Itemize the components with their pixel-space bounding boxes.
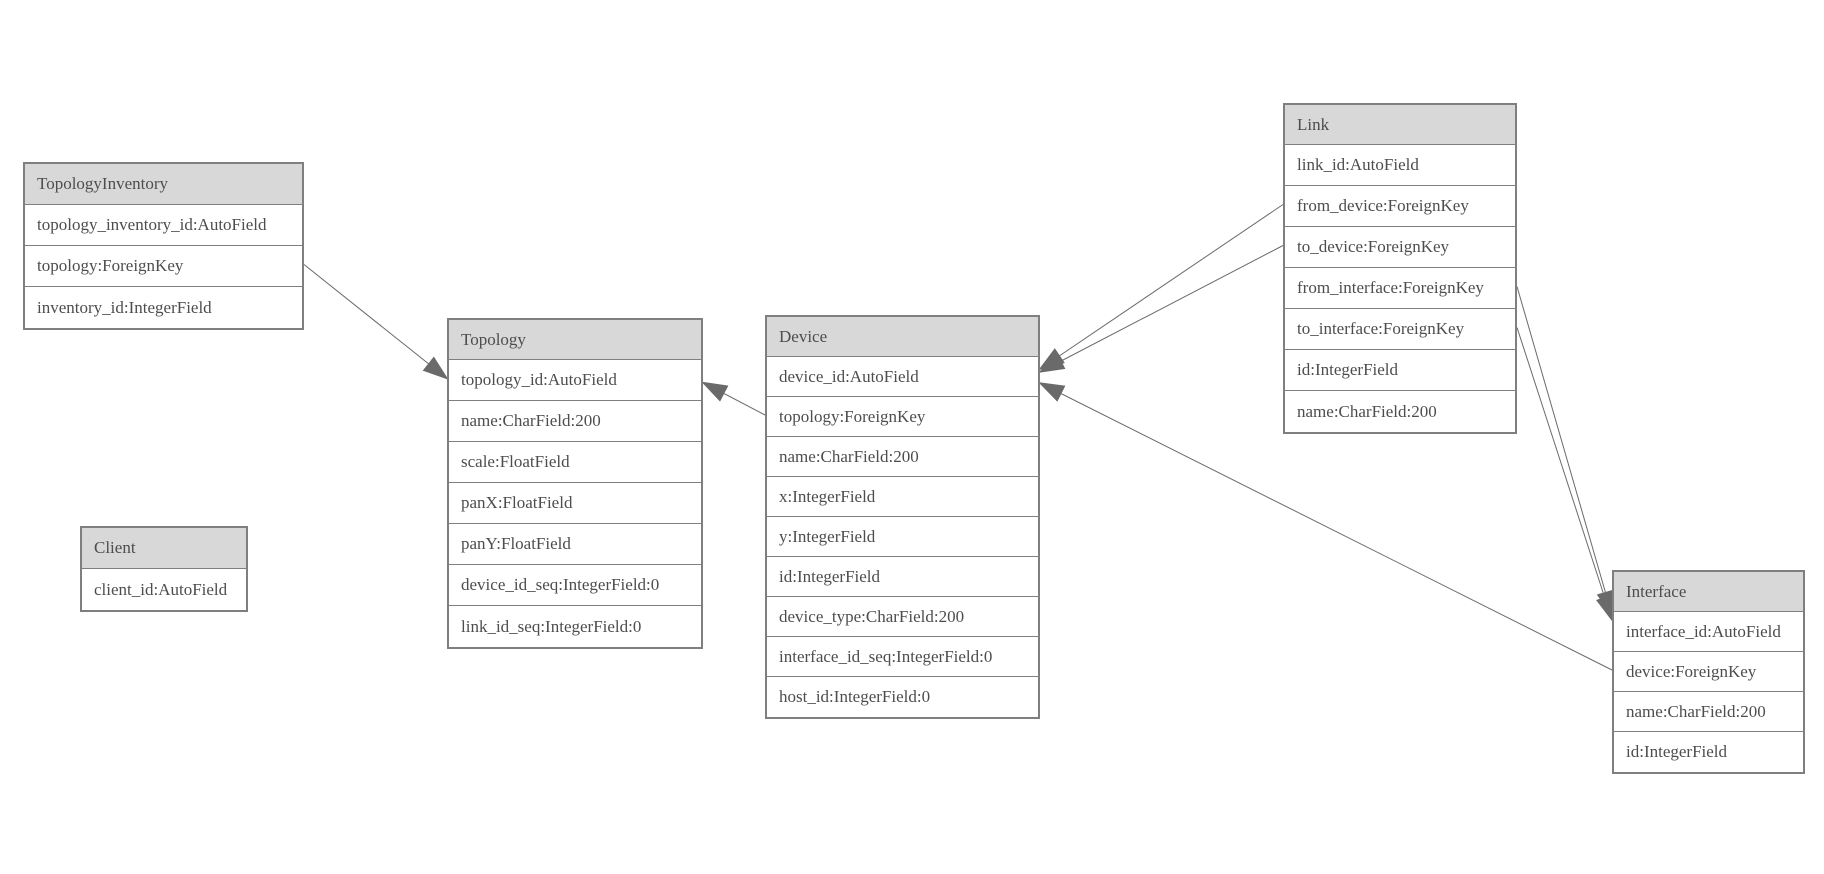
entity-field-row: y:IntegerField	[767, 517, 1038, 557]
entity-field-row: id:IntegerField	[1285, 350, 1515, 391]
entity-field-row: link_id:AutoField	[1285, 145, 1515, 186]
entity-field-row: from_device:ForeignKey	[1285, 186, 1515, 227]
entity-field-row: device:ForeignKey	[1614, 652, 1803, 692]
entity-field-row: interface_id_seq:IntegerField:0	[767, 637, 1038, 677]
entity-field-row: name:CharField:200	[767, 437, 1038, 477]
entity-field-row: name:CharField:200	[1285, 391, 1515, 432]
entity-field-row: device_id:AutoField	[767, 357, 1038, 397]
relation-link.to_device-to-device.device_id	[1038, 245, 1284, 373]
entity-field-row: device_type:CharField:200	[767, 597, 1038, 637]
entity-field-row: to_interface:ForeignKey	[1285, 309, 1515, 350]
entity-field-row: topology:ForeignKey	[25, 246, 302, 287]
entity-field-row: id:IntegerField	[767, 557, 1038, 597]
entity-field-row: topology_inventory_id:AutoField	[25, 205, 302, 246]
entity-title: Link	[1285, 105, 1515, 145]
entity-title: TopologyInventory	[25, 164, 302, 205]
entity-field-row: name:CharField:200	[449, 401, 701, 442]
relation-link.from_interface-to-interface.interface_id	[1516, 286, 1614, 617]
entity-field-row: scale:FloatField	[449, 442, 701, 483]
entity-field-row: inventory_id:IntegerField	[25, 287, 302, 328]
entity-title: Client	[82, 528, 246, 569]
relation-link.from_device-to-device.device_id	[1038, 204, 1284, 371]
entity-title: Interface	[1614, 572, 1803, 612]
entity-field-row: topology:ForeignKey	[767, 397, 1038, 437]
entity-field-row: interface_id:AutoField	[1614, 612, 1803, 652]
relation-topologyinventory.topology-to-topology.topology_id	[303, 264, 449, 380]
entity-field-row: to_device:ForeignKey	[1285, 227, 1515, 268]
entity-field-row: from_interface:ForeignKey	[1285, 268, 1515, 309]
entity-field-row: device_id_seq:IntegerField:0	[449, 565, 701, 606]
entity-field-row: panY:FloatField	[449, 524, 701, 565]
entity-field-row: host_id:IntegerField:0	[767, 677, 1038, 717]
entity-field-row: name:CharField:200	[1614, 692, 1803, 732]
relation-device.topology-to-topology.topology_id	[701, 381, 766, 416]
entity-field-row: client_id:AutoField	[82, 569, 246, 610]
entity-field-row: id:IntegerField	[1614, 732, 1803, 772]
entity-title: Topology	[449, 320, 701, 360]
entity-field-row: topology_id:AutoField	[449, 360, 701, 401]
entity-title: Device	[767, 317, 1038, 357]
entity-field-row: panX:FloatField	[449, 483, 701, 524]
entity-field-row: x:IntegerField	[767, 477, 1038, 517]
entity-field-row: link_id_seq:IntegerField:0	[449, 606, 701, 647]
relation-link.to_interface-to-interface.interface_id	[1516, 327, 1614, 622]
